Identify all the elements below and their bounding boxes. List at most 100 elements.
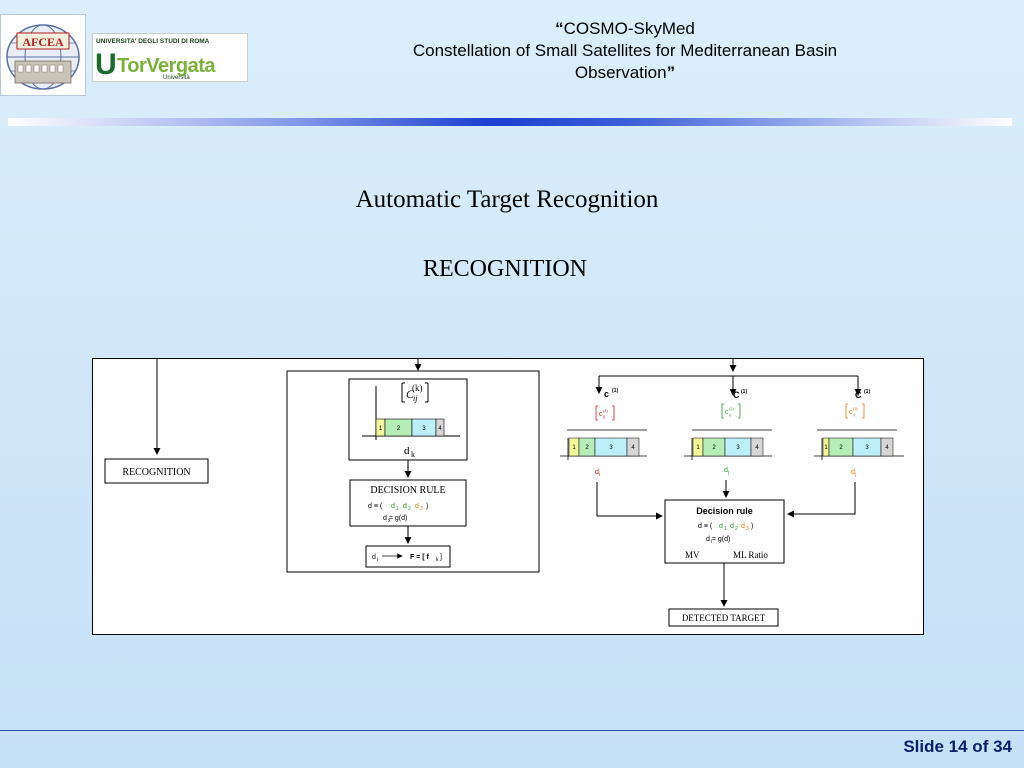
- afcea-text: AFCEA: [22, 35, 64, 49]
- dk-label: d: [404, 445, 410, 457]
- class-2-label: C: [733, 390, 740, 400]
- svg-text:3: 3: [746, 526, 749, 532]
- svg-text:d: d: [391, 503, 395, 510]
- svg-text:2: 2: [397, 426, 401, 432]
- svg-text:3: 3: [736, 445, 740, 451]
- svg-text:3: 3: [865, 445, 869, 451]
- svg-text:]: ]: [440, 554, 442, 561]
- right-decision-title: Decision rule: [696, 506, 753, 516]
- svg-text:1: 1: [724, 526, 727, 532]
- class-1-label: c: [604, 389, 609, 399]
- svg-text:3: 3: [422, 426, 426, 432]
- afcea-globe-icon: AFCEA: [6, 24, 80, 90]
- afcea-logo: AFCEA: [0, 14, 86, 96]
- svg-text:1: 1: [824, 445, 828, 451]
- detected-target-label: DETECTED TARGET: [682, 613, 766, 623]
- segment-4: [435, 418, 445, 437]
- svg-text:2: 2: [735, 526, 738, 532]
- quote-open: “: [555, 19, 564, 38]
- svg-text:1: 1: [379, 426, 383, 432]
- svg-text:k: k: [436, 557, 439, 563]
- svg-text:3: 3: [420, 506, 423, 512]
- svg-text:4: 4: [755, 445, 759, 451]
- svg-text:i: i: [377, 557, 378, 563]
- svg-text:(1): (1): [864, 389, 870, 395]
- svg-text:x: x: [388, 518, 391, 524]
- svg-text:d ≡ (: d ≡ (: [698, 523, 713, 530]
- svg-text:ij: ij: [729, 412, 731, 417]
- d-label-3: d: [851, 469, 855, 476]
- recognition-diagram: RECOGNITION C ij (k) 1 2 3 4 d k DECISIO…: [92, 358, 924, 635]
- svg-text:4: 4: [438, 426, 442, 432]
- svg-text:d = g(d): d = g(d): [706, 536, 730, 543]
- svg-text:(1): (1): [741, 389, 747, 395]
- recognition-box-label: RECOGNITION: [122, 467, 190, 478]
- svg-text:2: 2: [839, 445, 843, 451]
- output-box: [365, 545, 451, 568]
- svg-text:d: d: [719, 523, 723, 530]
- svg-text:i: i: [711, 539, 712, 545]
- class-2-symbol: c: [725, 409, 729, 416]
- recognition-box: [104, 458, 209, 484]
- slide-label: Slide 14 of 34: [903, 737, 1012, 756]
- quote-close: ”: [666, 63, 676, 82]
- svg-text:4: 4: [885, 445, 889, 451]
- tv-university-text: UNIVERSITA' DEGLI STUDI DI ROMA: [96, 38, 210, 45]
- svg-text:(1): (1): [612, 388, 618, 394]
- decision-rule-title: DECISION RULE: [370, 485, 445, 496]
- header-gradient-rule: [8, 118, 1012, 126]
- class-1-symbol: c: [599, 411, 603, 418]
- class-3-symbol: c: [849, 409, 853, 416]
- svg-text:d: d: [372, 554, 376, 561]
- svg-text:1: 1: [696, 445, 700, 451]
- svg-text:2: 2: [712, 445, 716, 451]
- svg-text:d: d: [415, 503, 419, 510]
- svg-text:2: 2: [585, 445, 589, 451]
- svg-text:d: d: [741, 523, 745, 530]
- svg-text:ij: ij: [413, 394, 418, 403]
- tor-vergata-logo: UNIVERSITA' DEGLI STUDI DI ROMA U TorVer…: [92, 33, 248, 82]
- d-label-2: d: [724, 467, 728, 474]
- title-line-1: COSMO-SkyMed: [563, 19, 695, 38]
- chart-class-2: 1 2 3 4: [684, 429, 772, 460]
- ml-ratio-label: ML Ratio: [733, 550, 768, 560]
- svg-text:): ): [751, 523, 753, 530]
- chart-class-3: 1 2 3 4: [814, 429, 904, 460]
- svg-text:2: 2: [408, 506, 411, 512]
- svg-text:ij: ij: [853, 412, 855, 417]
- svg-text:(3): (3): [853, 406, 859, 411]
- svg-text:4: 4: [631, 445, 635, 451]
- sub-title: RECOGNITION: [423, 256, 587, 282]
- svg-text:j: j: [854, 472, 856, 478]
- svg-text:F = [ f: F = [ f: [410, 554, 430, 561]
- tv-u-letter: U: [95, 48, 117, 81]
- svg-text:1: 1: [396, 506, 399, 512]
- chart-class-1: 1 2 3 4: [560, 429, 647, 460]
- svg-text:d ≡ (: d ≡ (: [368, 503, 383, 510]
- detected-target-box: [668, 608, 779, 627]
- svg-text:1: 1: [572, 445, 576, 451]
- title-line-3: Observation: [574, 63, 667, 82]
- d-label-1: d: [595, 469, 599, 476]
- svg-text:k: k: [411, 450, 415, 459]
- svg-text:i: i: [599, 472, 600, 478]
- svg-text:d: d: [403, 503, 407, 510]
- tv-universita-text: Università: [163, 75, 190, 81]
- decision-rule-box: [349, 479, 467, 527]
- svg-text:d = g(d): d = g(d): [383, 515, 407, 522]
- svg-text:3: 3: [609, 445, 613, 451]
- class-3-label: C: [855, 390, 862, 400]
- svg-text:d: d: [730, 523, 734, 530]
- title-line-2: Constellation of Small Satellites for Me…: [412, 41, 838, 60]
- slide-number: Slide 14 of 34: [903, 737, 1012, 757]
- tv-name-text: TorVergata: [117, 55, 216, 77]
- right-decision-box: [664, 499, 785, 564]
- c-ij-symbol: C: [406, 387, 415, 401]
- header-title: “COSMO-SkyMed Constellation of Small Sat…: [360, 18, 890, 84]
- svg-text:(1): (1): [603, 408, 609, 413]
- svg-text:ij: ij: [603, 414, 605, 419]
- footer-rule: [0, 730, 1024, 731]
- svg-text:(2): (2): [729, 406, 735, 411]
- svg-text:(k): (k): [412, 383, 423, 393]
- main-title: Automatic Target Recognition: [355, 186, 659, 213]
